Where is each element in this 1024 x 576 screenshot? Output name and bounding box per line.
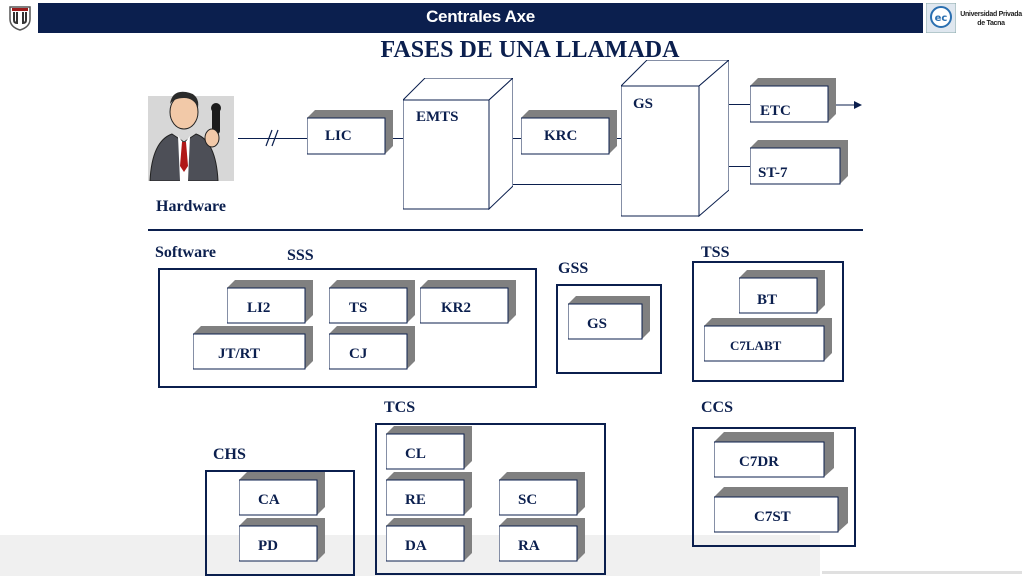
gs-software-label: GS xyxy=(587,316,608,332)
gs-etc-line xyxy=(724,104,752,105)
software-label: Software xyxy=(155,244,217,261)
lic-box: LIC xyxy=(307,110,393,155)
lic-emts-line xyxy=(388,138,406,139)
etc-label: ETC xyxy=(760,103,791,119)
chs-title: CHS xyxy=(213,446,246,463)
university-name: Universidad Privada de Tacna xyxy=(960,11,1022,27)
tss-title: TSS xyxy=(701,244,730,261)
hardware-software-divider xyxy=(148,229,863,231)
c7st-box: C7ST xyxy=(714,487,848,533)
krc-box: KRC xyxy=(521,110,617,155)
pd-box: PD xyxy=(239,518,325,562)
kr2-box: KR2 xyxy=(420,280,516,324)
pd-label: PD xyxy=(258,538,278,554)
sc-label: SC xyxy=(518,492,538,508)
page-title: FASES DE UNA LLAMADA xyxy=(380,37,680,63)
etc-box: ETC xyxy=(750,78,836,123)
cj-box: CJ xyxy=(329,326,415,370)
st7-box: ST-7 xyxy=(750,140,848,185)
li2-box: LI2 xyxy=(227,280,313,324)
sc-box: SC xyxy=(499,472,585,516)
line-break-marks xyxy=(262,128,282,148)
emts-box: EMTS xyxy=(403,78,513,210)
footer-line xyxy=(822,571,1022,574)
lic-label: LIC xyxy=(325,128,352,144)
tcs-group xyxy=(375,423,606,575)
header-title: Centrales Axe xyxy=(426,7,535,26)
re-box: RE xyxy=(386,472,472,516)
gs-software-box: GS xyxy=(568,296,650,340)
ra-box: RA xyxy=(499,518,585,562)
re-label: RE xyxy=(405,492,426,508)
ccs-group xyxy=(692,427,856,547)
gs-st7-line xyxy=(724,166,752,167)
c7labt-box: C7LABT xyxy=(704,318,832,362)
c7st-label: C7ST xyxy=(754,509,791,525)
hardware-label: Hardware xyxy=(156,198,226,215)
bt-label: BT xyxy=(757,292,778,308)
jtrt-label: JT/RT xyxy=(218,346,260,362)
cl-label: CL xyxy=(405,446,426,462)
emts-krc-line xyxy=(510,138,524,139)
c7dr-box: C7DR xyxy=(714,432,834,478)
chs-group xyxy=(205,470,355,576)
c7labt-label: C7LABT xyxy=(730,338,782,353)
c7dr-label: C7DR xyxy=(739,454,779,470)
ts-label: TS xyxy=(349,300,368,316)
header-bar: Centrales Axe xyxy=(38,3,923,33)
ts-box: TS xyxy=(329,280,415,324)
emts-label: EMTS xyxy=(416,109,459,125)
kr2-label: KR2 xyxy=(441,300,471,316)
st7-label: ST-7 xyxy=(758,165,788,181)
ca-box: CA xyxy=(239,472,325,516)
cl-box: CL xyxy=(386,426,472,470)
da-label: DA xyxy=(405,538,427,554)
emts-gs-line xyxy=(510,184,624,185)
phone-line xyxy=(238,138,310,139)
gs-hardware-box: GS xyxy=(621,60,729,217)
ec-logo: ec xyxy=(925,2,957,34)
svg-text:ec: ec xyxy=(935,13,948,24)
gss-title: GSS xyxy=(558,260,589,277)
university-crest-logo xyxy=(8,5,32,31)
jtrt-box: JT/RT xyxy=(193,326,313,370)
person-on-phone-illustration xyxy=(142,86,234,182)
ccs-title: CCS xyxy=(701,399,734,416)
da-box: DA xyxy=(386,518,472,562)
sss-title: SSS xyxy=(287,247,314,264)
gs-hardware-label: GS xyxy=(633,96,654,112)
tss-group xyxy=(692,261,844,382)
bt-box: BT xyxy=(739,270,825,314)
sss-group xyxy=(158,268,537,388)
gss-group xyxy=(556,284,662,374)
tcs-title: TCS xyxy=(384,399,416,416)
krc-label: KRC xyxy=(544,128,578,144)
li2-label: LI2 xyxy=(247,300,271,316)
ra-label: RA xyxy=(518,538,540,554)
cj-label: CJ xyxy=(349,346,368,362)
ca-label: CA xyxy=(258,492,280,508)
